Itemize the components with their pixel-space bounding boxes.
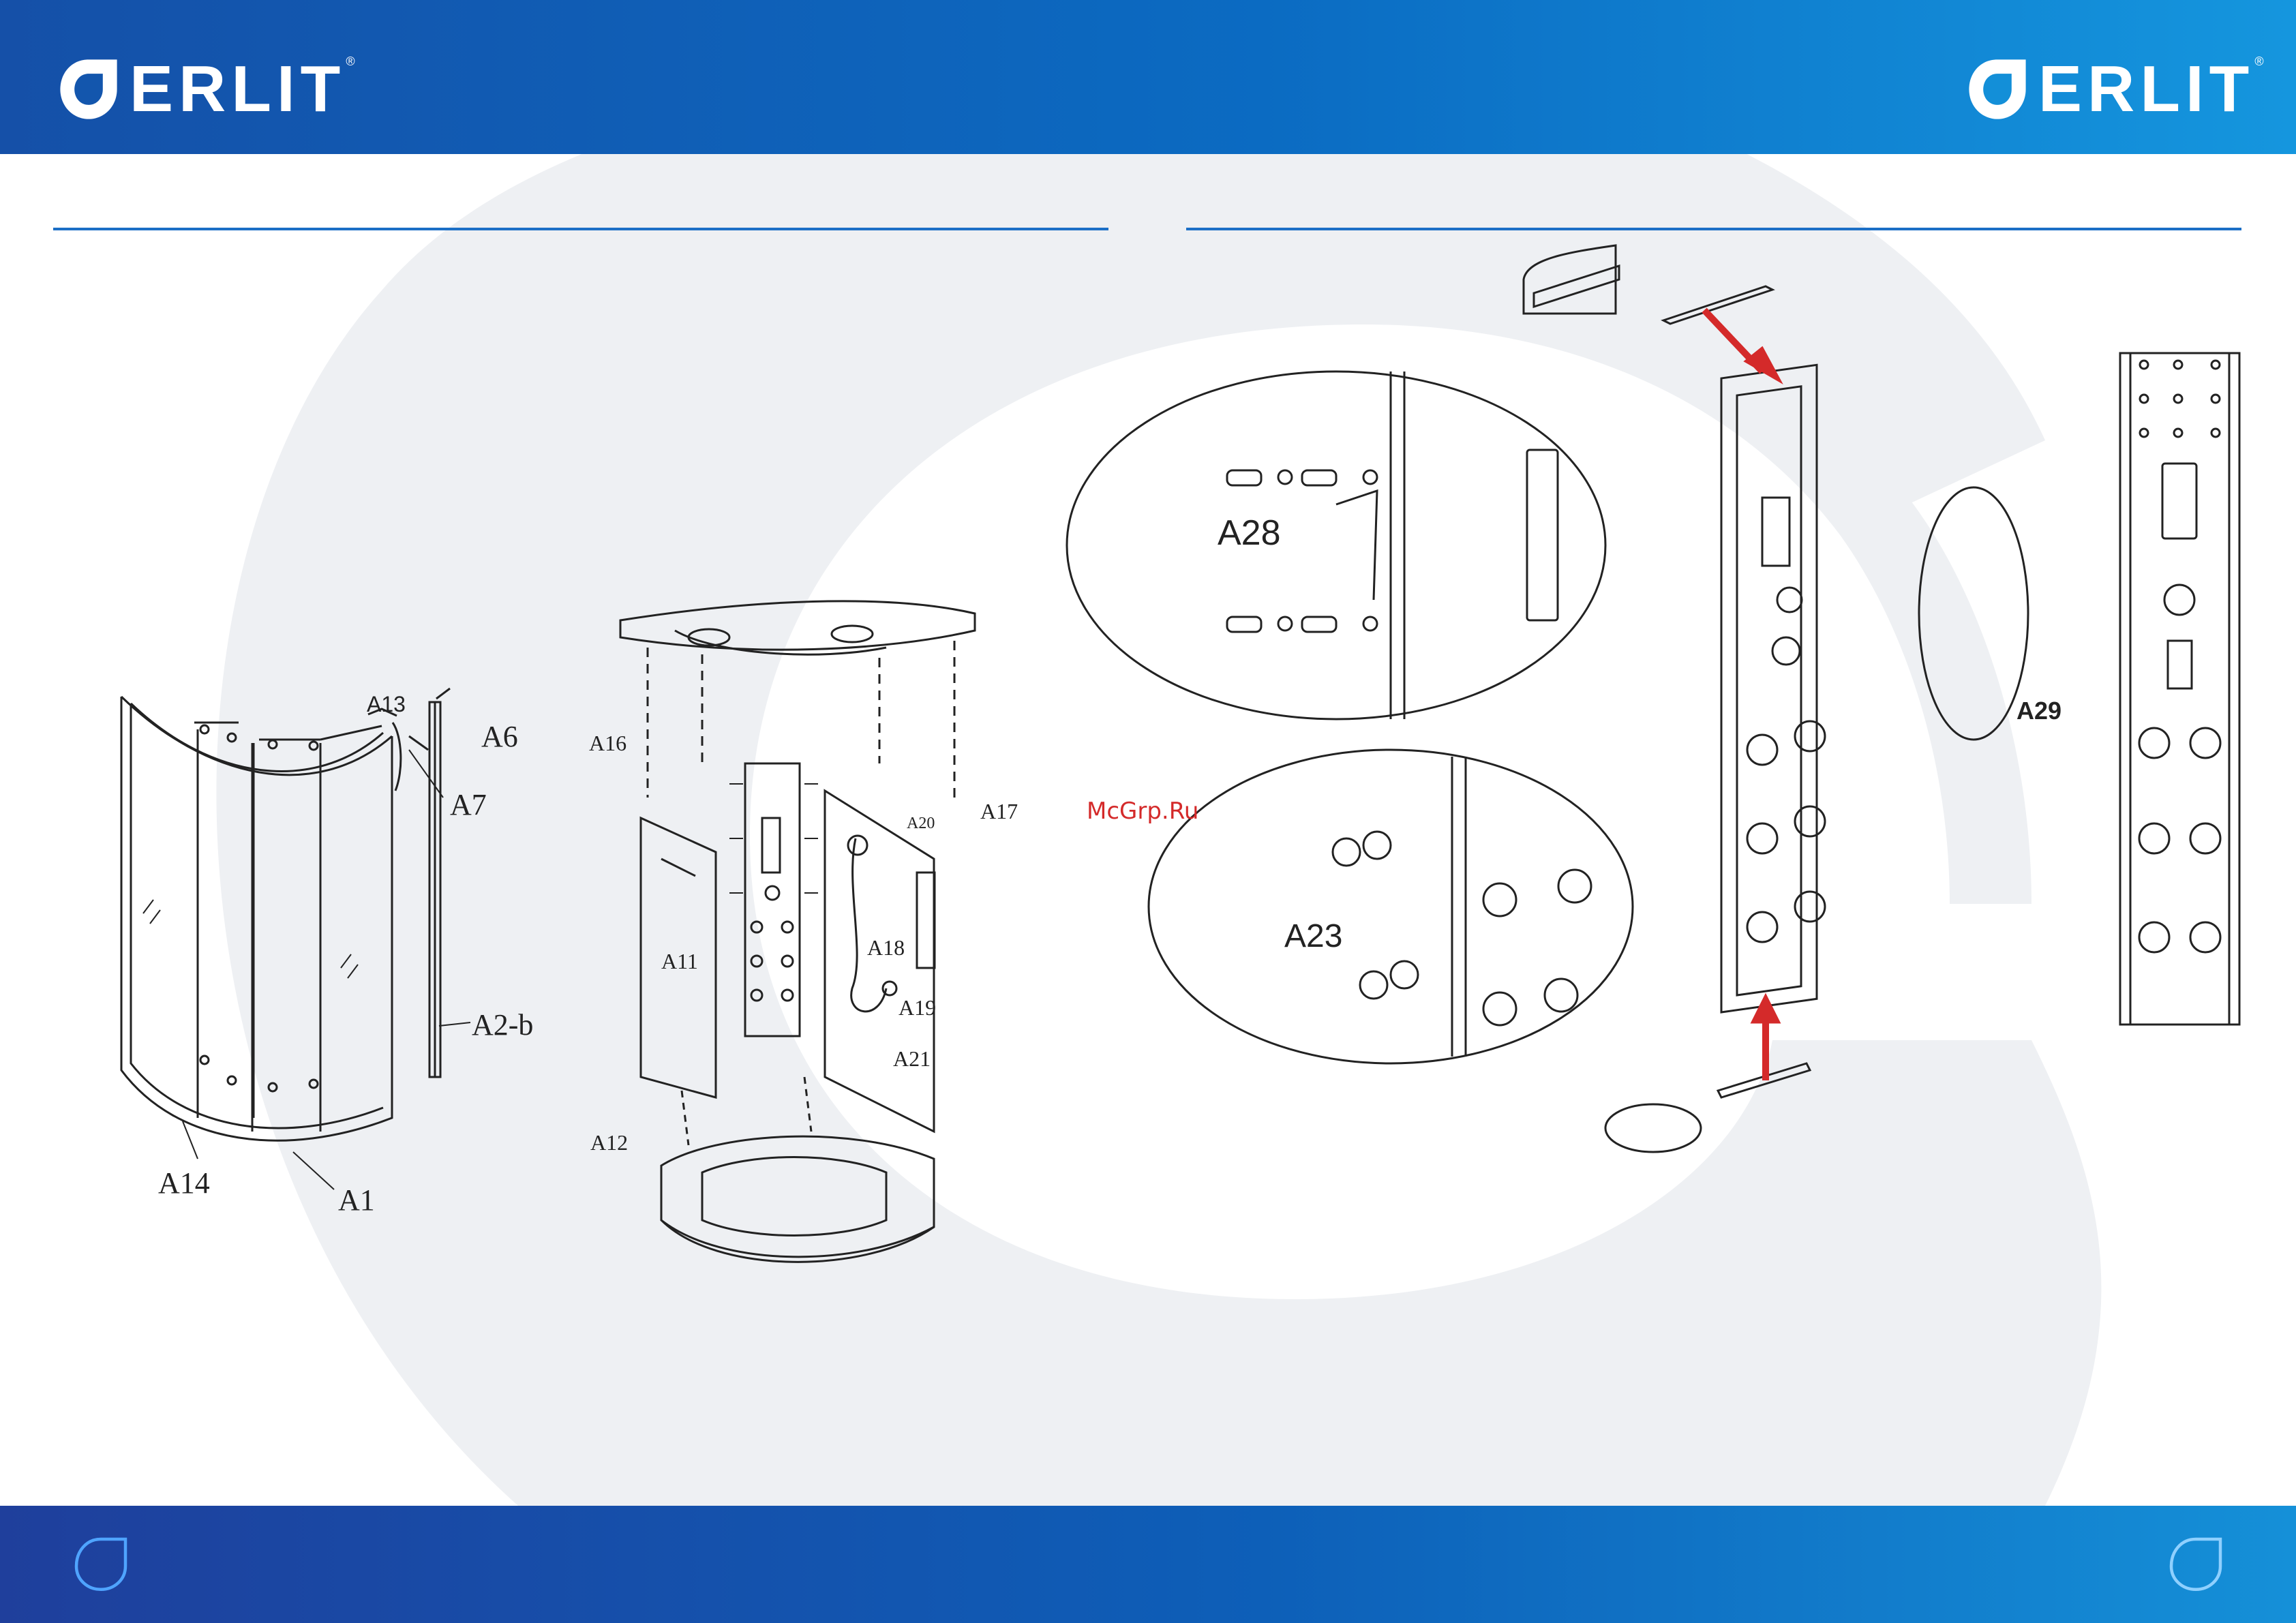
watermark-site-text: McGrp.Ru bbox=[1087, 798, 1198, 825]
enclosure-diagram bbox=[121, 688, 470, 1189]
part-label-a28: A28 bbox=[1218, 513, 1281, 553]
part-label-a18: A18 bbox=[867, 935, 905, 960]
part-label-a11: A11 bbox=[661, 949, 698, 974]
part-label-a17: A17 bbox=[980, 799, 1018, 824]
cabin-exploded-diagram bbox=[620, 601, 975, 1262]
part-label-a1: A1 bbox=[338, 1183, 375, 1217]
part-label-a20: A20 bbox=[907, 815, 935, 833]
footer-bar bbox=[0, 1506, 2296, 1623]
part-label-a21: A21 bbox=[893, 1046, 931, 1072]
part-label-a19: A19 bbox=[898, 995, 936, 1020]
column-panel-diagram bbox=[1067, 245, 2239, 1152]
drop-outline-icon bbox=[2165, 1533, 2226, 1594]
part-label-a16: A16 bbox=[589, 731, 626, 756]
part-label-a29: A29 bbox=[2016, 697, 2061, 725]
part-label-a14: A14 bbox=[158, 1166, 210, 1200]
drop-outline-icon bbox=[70, 1533, 132, 1594]
part-label-a7: A7 bbox=[450, 787, 487, 822]
part-label-a6: A6 bbox=[481, 719, 518, 754]
part-label-a23: A23 bbox=[1284, 917, 1342, 955]
part-label-a12: A12 bbox=[590, 1130, 628, 1155]
part-label-a13: A13 bbox=[367, 692, 406, 717]
part-label-a2b: A2-b bbox=[472, 1007, 533, 1042]
